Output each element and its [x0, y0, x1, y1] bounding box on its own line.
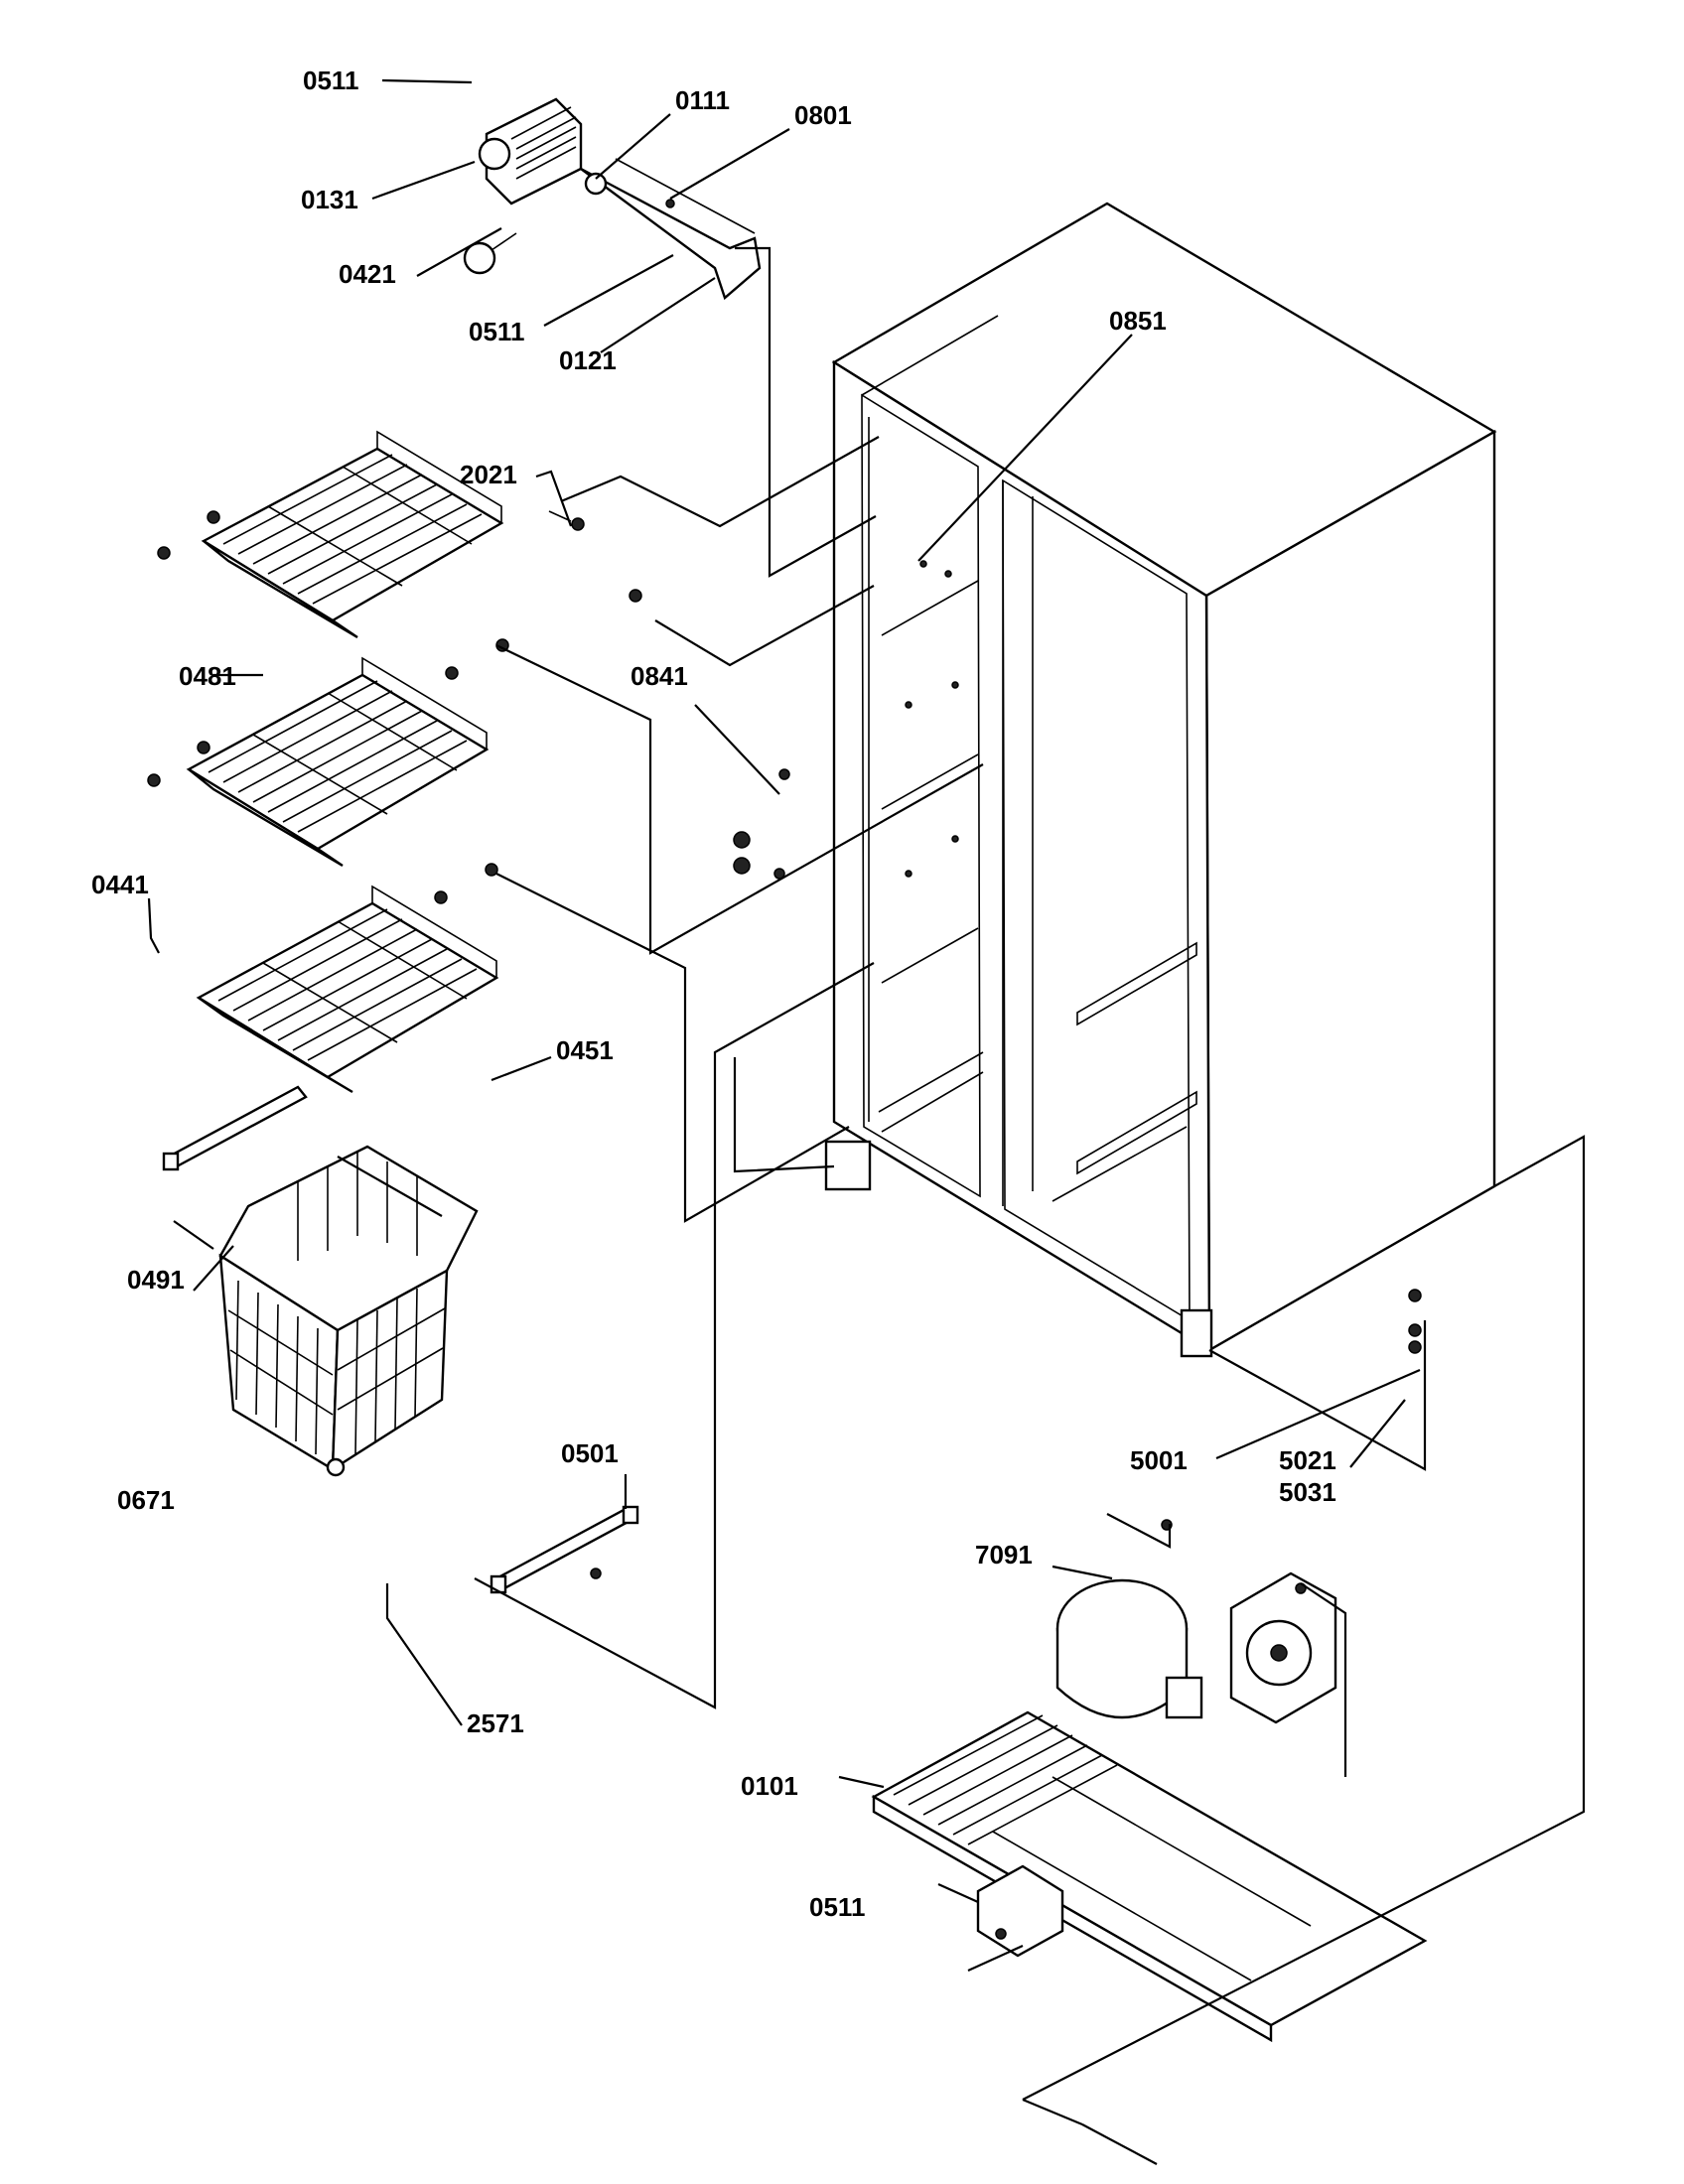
label-0511-top: 0511 — [303, 66, 358, 95]
basket-slide-left — [162, 1085, 308, 1171]
label-0851: 0851 — [1109, 306, 1167, 336]
label-0421: 0421 — [339, 259, 396, 289]
freezer-shelf-bottom — [196, 885, 499, 1094]
label-0841: 0841 — [631, 661, 688, 691]
freezer-shelf-middle — [186, 656, 490, 868]
label-0491: 0491 — [127, 1265, 185, 1295]
label-0441: 0441 — [91, 870, 149, 899]
part-labels: 0511 0111 0801 0131 0421 0511 0121 0851 … — [91, 66, 1336, 1922]
label-0511-bottom: 0511 — [809, 1892, 865, 1922]
label-0481: 0481 — [179, 661, 236, 691]
basket-slide-right — [490, 1505, 639, 1594]
label-2021: 2021 — [460, 460, 517, 489]
label-7091: 7091 — [975, 1540, 1033, 1570]
compressor-base-assembly — [871, 1571, 1428, 2043]
label-2571: 2571 — [467, 1708, 524, 1738]
label-0671: 0671 — [117, 1485, 175, 1515]
label-0511-mid: 0511 — [469, 317, 524, 346]
label-5031: 5031 — [1279, 1477, 1336, 1507]
label-0451: 0451 — [556, 1035, 614, 1065]
freezer-shelf-top — [201, 430, 504, 639]
label-0121: 0121 — [559, 345, 617, 375]
label-0111: 0111 — [675, 85, 730, 115]
refrigerator-cabinet — [824, 202, 1497, 1358]
hardware-pieces — [147, 510, 1422, 1594]
label-0801: 0801 — [794, 100, 852, 130]
label-5001: 5001 — [1130, 1445, 1188, 1475]
freezer-basket — [218, 1145, 479, 1477]
label-0101: 0101 — [741, 1771, 798, 1801]
label-0131: 0131 — [301, 185, 358, 214]
reference-lines — [147, 78, 1586, 2165]
label-5021: 5021 — [1279, 1445, 1336, 1475]
fan-motor-assembly — [463, 97, 762, 301]
label-0501: 0501 — [561, 1438, 619, 1468]
